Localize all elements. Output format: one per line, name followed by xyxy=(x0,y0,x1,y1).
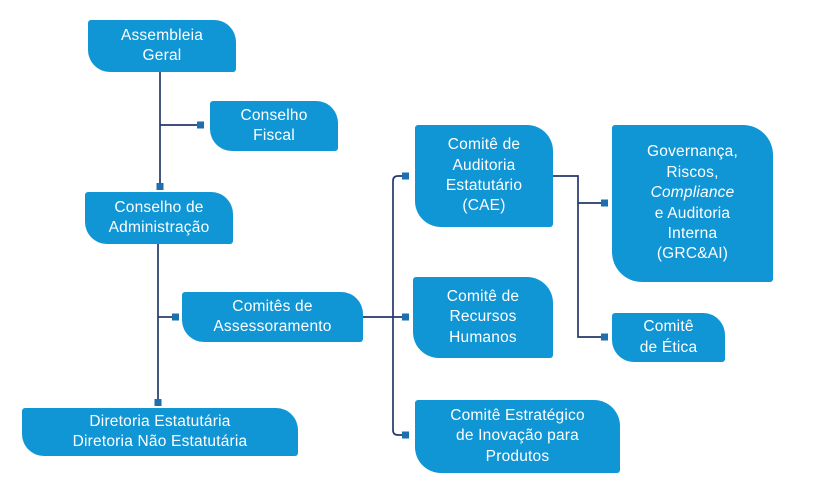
connector-cae-trunk xyxy=(553,175,601,338)
connector-endpoint-cae xyxy=(402,172,409,180)
grcai-compliance-italic: Compliance xyxy=(650,184,735,202)
node-conselho-fiscal: Conselho Fiscal xyxy=(210,101,338,151)
node-diretoria: Diretoria Estatutária Diretoria Não Esta… xyxy=(22,408,298,456)
node-comite-recursos-humanos: Comitê de Recursos Humanos xyxy=(413,277,553,358)
connector-endpoint-grcai xyxy=(601,199,608,207)
connector-endpoint-fiscal xyxy=(197,121,204,129)
grcai-text: Governança, Riscos, Compliance e Auditor… xyxy=(647,143,738,263)
connector-endpoint-rh xyxy=(402,313,409,321)
node-comite-etica: Comitê de Ética xyxy=(612,313,725,362)
node-assembleia-geral: Assembleia Geral xyxy=(88,20,236,72)
node-conselho-administracao: Conselho de Administração xyxy=(85,192,233,244)
connector-endpoint-etica xyxy=(601,333,608,341)
node-comite-estrategico-inovacao: Comitê Estratégico de Inovação para Prod… xyxy=(415,400,620,473)
connector-endpoint-conselho xyxy=(156,183,164,190)
connector-endpoint-inovacao xyxy=(402,431,409,439)
connector-comites-trunk xyxy=(363,175,403,436)
node-comites-assessoramento: Comitês de Assessoramento xyxy=(182,292,363,342)
connector-endpoint-comites xyxy=(172,313,179,321)
node-grcai: Governança, Riscos, Compliance e Auditor… xyxy=(612,125,773,282)
connector-endpoint-diretoria xyxy=(154,399,162,406)
node-comite-auditoria-estatutario: Comitê de Auditoria Estatutário (CAE) xyxy=(415,125,553,227)
